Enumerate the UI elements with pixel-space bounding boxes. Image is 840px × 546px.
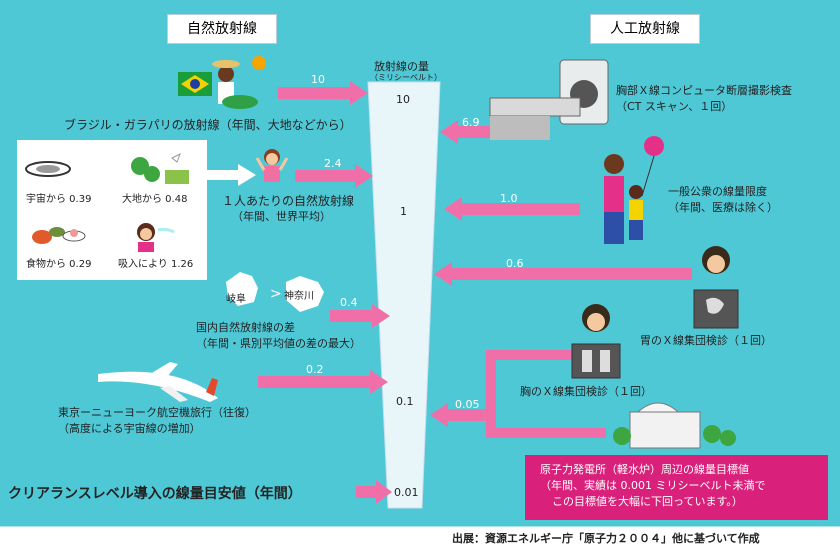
airplane-icon — [98, 362, 218, 402]
domestic-label-line1: 国内自然放射線の差 — [196, 321, 295, 334]
breathing-person-icon — [137, 223, 175, 252]
scale-title: 放射線の量 — [374, 60, 429, 73]
japan-map-icon — [226, 272, 324, 312]
scale-unit: （ミリシーベルト） — [370, 73, 442, 82]
arrow-ct — [440, 120, 500, 144]
ct-label-line2: （CT スキャン、１回） — [616, 100, 733, 113]
public-value: 1.0 — [500, 192, 518, 205]
plant-note-panel — [525, 455, 828, 520]
ct-value: 6.9 — [462, 116, 480, 129]
public-label-line1: 一般公衆の線量限度 — [668, 185, 767, 198]
clearance-label: クリアランスレベル導入の線量目安値（年間） — [8, 486, 302, 502]
flight-label-line1: 東京ーニューヨーク航空機旅行（往復） — [58, 406, 256, 419]
per-person-label-line2: （年間、世界平均） — [232, 210, 331, 223]
ct-scanner-icon — [489, 59, 609, 140]
arrow-stomach — [434, 262, 692, 286]
brazil-value: 10 — [311, 73, 325, 86]
map-compare-sign: > — [270, 286, 282, 302]
map-left-label: 岐阜 — [226, 294, 246, 305]
chest-label: 胸のＸ線集団検診（１回） — [520, 385, 652, 398]
scale-tick-1: 1 — [400, 205, 407, 218]
galaxy-icon — [25, 161, 71, 177]
mother-child-icon — [604, 136, 664, 244]
map-right-label: 神奈川 — [284, 291, 314, 302]
ct-label-line1: 胸部Ｘ線コンピュータ断層撮影検査 — [616, 84, 792, 97]
source-food: 食物から 0.29 — [26, 259, 92, 270]
plant-value: 0.05 — [455, 398, 480, 411]
brazil-farmer-icon — [178, 56, 266, 109]
arrow-plant — [430, 350, 606, 438]
stomach-xray-person-icon — [693, 246, 739, 329]
plant-note-line3: この目標値を大幅に下回っています。） — [552, 495, 743, 508]
per-person-value: 2.4 — [324, 157, 342, 170]
arrow-connector-card — [207, 164, 256, 186]
flight-label-line2: （高度による宇宙線の増加） — [58, 422, 201, 435]
natural-sources-card — [17, 140, 207, 280]
arrow-domestic — [330, 304, 390, 328]
source-cosmic: 宇宙から 0.39 — [26, 194, 92, 205]
per-person-label-line1: １人あたりの自然放射線 — [222, 194, 355, 208]
child-icon — [255, 149, 289, 182]
domestic-value: 0.4 — [340, 296, 358, 309]
food-icon — [32, 227, 86, 244]
source-note: 出展：資源エネルギー庁「原子力２００４」他に基づいて作成 — [452, 532, 760, 545]
plant-note-line2: （年間、実績は 0.001 ミリシーベルト未満で — [540, 479, 766, 492]
dose-scale-cone — [367, 81, 441, 509]
plant-note-line1: 原子力発電所（軽水炉）周辺の線量目標値 — [540, 463, 749, 476]
arrow-per-person — [295, 164, 373, 188]
trees-icon — [131, 152, 189, 184]
arrow-public — [444, 197, 580, 221]
domestic-label-line2: （年間・県別平均値の差の最大） — [196, 337, 361, 350]
arrow-flight — [258, 370, 388, 394]
artificial-radiation-header: 人工放射線 — [590, 14, 700, 44]
stomach-label: 胃のＸ線集団検診（１回） — [640, 334, 772, 347]
natural-radiation-header: 自然放射線 — [167, 14, 277, 44]
scale-tick-10: 10 — [396, 93, 410, 106]
brazil-label: ブラジル・ガラパリの放射線（年間、大地などから） — [64, 118, 352, 132]
power-plant-icon — [613, 402, 736, 449]
flight-value: 0.2 — [306, 363, 324, 376]
chest-xray-person-icon — [571, 304, 621, 379]
arrow-brazil — [278, 81, 368, 105]
source-ground: 大地から 0.48 — [122, 194, 188, 205]
arrow-clearance — [356, 480, 392, 504]
source-inhalation: 吸入により 1.26 — [118, 259, 194, 270]
stomach-value: 0.6 — [506, 257, 524, 270]
scale-tick-0-1: 0.1 — [396, 395, 414, 408]
scale-tick-0-01: 0.01 — [394, 486, 419, 499]
public-label-line2: （年間、医療は除く） — [668, 201, 778, 214]
